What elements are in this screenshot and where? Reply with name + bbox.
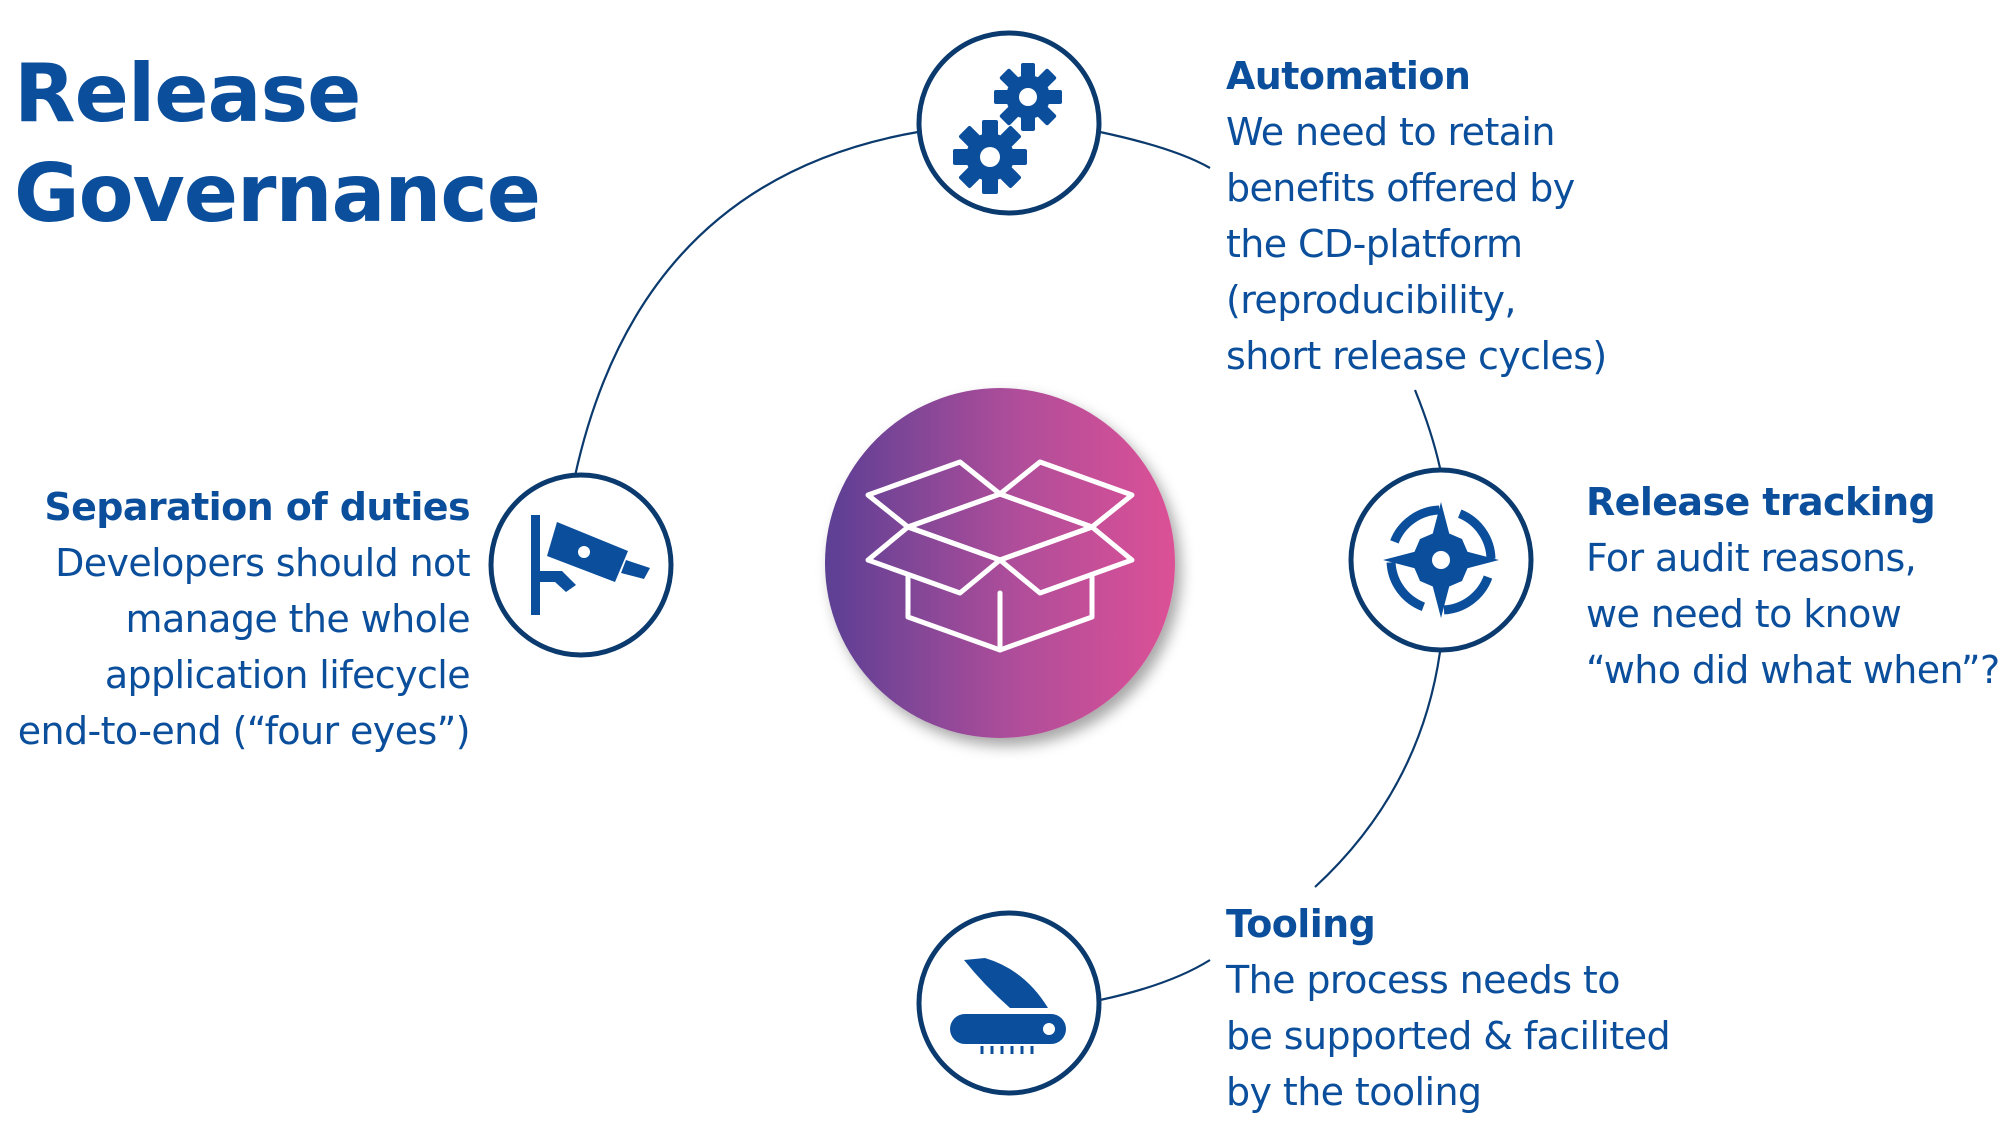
separation-heading: Separation of duties xyxy=(44,485,470,529)
separation-line-3: application lifecycle xyxy=(104,653,471,697)
arc-automation-to-tracking xyxy=(1099,130,1211,169)
automation-text: Automation We need to retain benefits of… xyxy=(1226,48,1607,384)
release-tracking-line-1: For audit reasons, xyxy=(1586,536,1917,580)
arc-tooling-to-text xyxy=(1099,959,1211,1002)
separation-node xyxy=(488,472,674,658)
release-tracking-node xyxy=(1348,467,1534,653)
tooling-line-1: The process needs to xyxy=(1226,958,1620,1002)
open-box-icon xyxy=(865,459,1135,653)
tooling-text: Tooling The process needs to be supporte… xyxy=(1226,896,1671,1120)
tooling-heading: Tooling xyxy=(1226,902,1376,946)
automation-node xyxy=(916,30,1102,216)
compass-icon xyxy=(1383,502,1499,618)
pocket-knife-icon xyxy=(950,958,1066,1054)
tooling-node xyxy=(916,910,1102,1096)
title-line-1: Release xyxy=(14,47,361,140)
gears-icon xyxy=(953,63,1062,194)
separation-line-1: Developers should not xyxy=(55,541,471,585)
tooling-line-2: be supported & facilited xyxy=(1226,1014,1671,1058)
release-tracking-line-2: we need to know xyxy=(1586,592,1902,636)
center-node xyxy=(825,388,1175,738)
automation-line-4: (reproducibility, xyxy=(1226,278,1516,322)
automation-line-2: benefits offered by xyxy=(1226,166,1575,210)
security-camera-icon xyxy=(531,515,650,615)
automation-line-5: short release cycles) xyxy=(1226,334,1607,378)
arc-text-to-tracking xyxy=(1413,389,1442,469)
automation-heading: Automation xyxy=(1226,54,1471,98)
automation-line-3: the CD-platform xyxy=(1226,222,1523,266)
release-tracking-text: Release tracking For audit reasons, we n… xyxy=(1586,474,2000,698)
title-line-2: Governance xyxy=(14,147,541,240)
separation-text: Separation of duties Developers should n… xyxy=(17,479,471,759)
automation-line-1: We need to retain xyxy=(1226,110,1555,154)
page-title: Release Governance xyxy=(14,44,541,244)
arc-separation-to-automation xyxy=(573,130,919,477)
arc-tracking-to-tooling xyxy=(1314,651,1442,888)
release-tracking-line-3: “who did what when”? xyxy=(1586,648,2000,692)
separation-line-2: manage the whole xyxy=(125,597,471,641)
separation-line-4: end-to-end (“four eyes”) xyxy=(17,709,471,753)
tooling-line-3: by the tooling xyxy=(1226,1070,1482,1114)
release-tracking-heading: Release tracking xyxy=(1586,480,1936,524)
